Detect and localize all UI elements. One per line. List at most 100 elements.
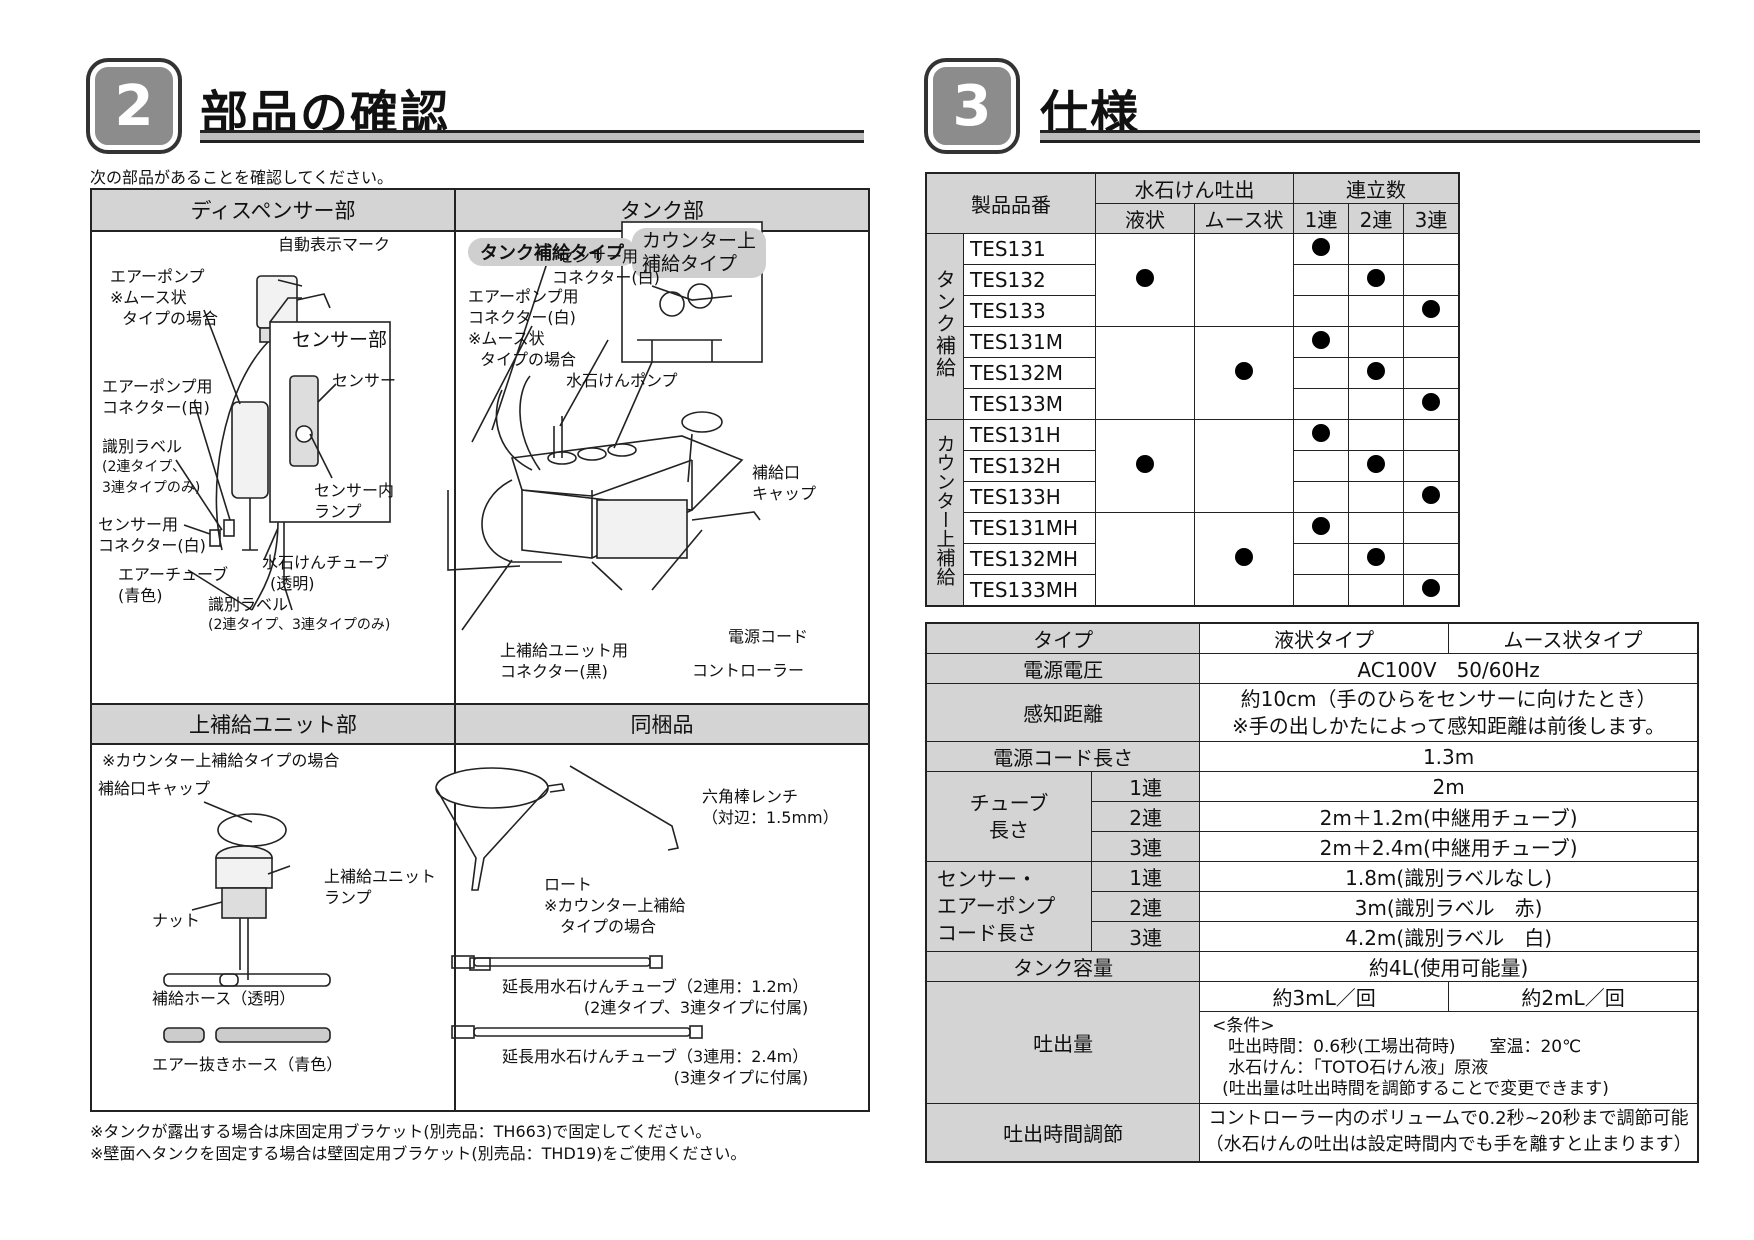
label-id-label: 識別ラベル(2連タイプ、3連タイプのみ) [102, 437, 201, 496]
mousse-mark [1194, 512, 1294, 606]
label-upper-cap: 補給口キャップ [98, 779, 211, 798]
group-counter-refill: カウンター上補給 [925, 419, 964, 606]
title-underline [200, 130, 864, 143]
liquid-mark [1095, 326, 1195, 420]
model-row: TES131M [963, 326, 1096, 358]
spec-distance: 約10cm（手のひらをセンサーに向けたとき）※手の出しかたによって感知距離は前後… [1199, 683, 1699, 742]
header-bundle: 同梱品 [456, 705, 868, 745]
group-tank-refill: タンク補給 [925, 233, 964, 420]
th-model: 製品品番 [925, 172, 1096, 234]
label-tank-sensor-connector: センサー用コネクター(白) [552, 247, 660, 287]
label-refill-cap: 補給口キャップ [752, 463, 817, 503]
label-upper-lamp: 上補給ユニットランプ [324, 867, 437, 907]
section-number-badge-3: 3 [928, 62, 1016, 150]
model-row: TES131 [963, 233, 1096, 265]
label-funnel: ロート※カウンター上補給タイプの場合 [544, 875, 686, 936]
spec-title-underline [1040, 130, 1700, 143]
model-row: TES132MH [963, 543, 1096, 575]
spec-voltage: AC100V 50/60Hz [1199, 653, 1699, 684]
spec-sensor-cord-header: センサー・エアーポンプコード長さ [925, 861, 1092, 952]
spec-adjust-header: 吐出時間調節 [925, 1103, 1201, 1162]
spec-distance-header: 感知距離 [925, 683, 1201, 742]
label-auto-mark: 自動表示マーク [278, 235, 391, 254]
header-dispenser: ディスペンサー部 [92, 190, 454, 232]
liquid-mark [1095, 419, 1195, 513]
th-mousse: ムース状 [1194, 203, 1294, 234]
intro-text: 次の部品があることを確認してください。 [90, 168, 394, 187]
model-table: 製品品番 水石けん吐出 連立数 液状 ムース状 1連 2連 3連 タンク補給 T… [925, 172, 1460, 607]
spec-output-conditions: <条件> 吐出時間：0.6秒(工場出荷時) 室温：20℃ 水石けん：「TOTO石… [1199, 1011, 1699, 1104]
label-power-cord: 電源コード [728, 627, 809, 646]
spec-sensor-cord-2: 3m(識別ラベル 赤) [1199, 891, 1699, 922]
spec-tank: 約4L(使用可能量) [1199, 951, 1699, 982]
model-row: TES131H [963, 419, 1096, 451]
label-refill-hose: 補給ホース（透明） [152, 989, 296, 1008]
th-3ren: 3連 [1403, 203, 1460, 234]
spec-voltage-header: 電源電圧 [925, 653, 1201, 684]
liquid-mark [1095, 233, 1195, 327]
row-1ren: 1連 [1090, 771, 1201, 802]
spec-tube-3: 2m＋2.4m(中継用チューブ) [1199, 831, 1699, 862]
spec-type-header: タイプ [925, 622, 1201, 654]
spec-tube-1: 2m [1199, 771, 1699, 802]
row-3ren: 3連 [1090, 921, 1201, 952]
th-liquid: 液状 [1095, 203, 1195, 234]
model-row: TES133 [963, 295, 1096, 327]
mousse-mark [1194, 326, 1294, 420]
model-row: TES133MH [963, 574, 1096, 606]
label-id-label-2: 識別ラベル(2連タイプ、3連タイプのみ) [208, 595, 391, 633]
label-air-pump-connector: エアーポンプ用コネクター(白) [102, 377, 213, 417]
liquid-mark [1095, 512, 1195, 606]
spec-sensor-cord-3: 4.2m(識別ラベル 白) [1199, 921, 1699, 952]
header-upper-unit: 上補給ユニット部 [92, 705, 454, 745]
th-2ren: 2連 [1348, 203, 1404, 234]
spec-liquid-type: 液状タイプ [1199, 622, 1450, 654]
parts-illustrations [163, 221, 763, 1043]
label-wrench: 六角棒レンチ（対辺：1.5mm） [702, 787, 839, 827]
label-soap-pump: 水石けんポンプ [566, 371, 678, 390]
row-1ren: 1連 [1090, 861, 1201, 892]
spec-output-mousse: 約2mL／回 [1448, 981, 1699, 1012]
row-2ren: 2連 [1090, 801, 1201, 832]
label-air-tube: エアーチューブ(青色) [118, 565, 229, 605]
label-extension-tube-3: 延長用水石けんチューブ（3連用：2.4m）(3連タイプに付属) [502, 1047, 809, 1087]
spec-output-liquid: 約3mL／回 [1199, 981, 1450, 1012]
label-extension-tube-2: 延長用水石けんチューブ（2連用：1.2m）(2連タイプ、3連タイプに付属) [502, 977, 809, 1017]
spec-tube-2: 2m＋1.2m(中継用チューブ) [1199, 801, 1699, 832]
model-row: TES131MH [963, 512, 1096, 544]
row-3ren: 3連 [1090, 831, 1201, 862]
section-number-badge: 2 [90, 62, 178, 150]
label-upper-connector: 上補給ユニット用コネクター(黒) [500, 641, 629, 681]
sensor-box-title: センサー部 [292, 329, 388, 351]
footnote-floor-bracket: ※タンクが露出する場合は床固定用ブラケット(別売品：TH663)で固定してくださ… [90, 1122, 712, 1141]
mousse-mark [1194, 419, 1294, 513]
label-air-pump: エアーポンプ※ムース状タイプの場合 [110, 267, 219, 328]
label-controller: コントローラー [692, 661, 805, 680]
spec-adjust: コントローラー内のボリュームで0.2秒~20秒まで調節可能（水石けんの吐出は設定… [1199, 1103, 1699, 1162]
footnote-wall-bracket: ※壁面へタンクを固定する場合は壁固定用ブラケット(別売品：THD19)をご使用く… [90, 1144, 747, 1163]
upper-unit-note: ※カウンター上補給タイプの場合 [102, 751, 340, 770]
spec-table: タイプ 液状タイプ ムース状タイプ 電源電圧 AC100V 50/60Hz 感知… [925, 622, 1699, 1163]
label-sensor-connector: センサー用コネクター(白) [98, 515, 206, 555]
spec-sensor-cord-1: 1.8m(識別ラベルなし) [1199, 861, 1699, 892]
label-sensor: センサー [332, 371, 397, 390]
label-nut: ナット [152, 911, 201, 930]
spec-cord: 1.3m [1199, 741, 1699, 772]
th-count: 連立数 [1293, 172, 1460, 204]
parts-table: ディスペンサー部 タンク部 上補給ユニット部 同梱品 [90, 188, 870, 1112]
spec-output-header: 吐出量 [925, 981, 1201, 1104]
tank-refill-type-tag: タンク補給タイプ [468, 238, 636, 266]
th-1ren: 1連 [1293, 203, 1349, 234]
label-sensor-lamp: センサー内ランプ [314, 481, 395, 521]
row-2ren: 2連 [1090, 891, 1201, 922]
spec-cord-header: 電源コード長さ [925, 741, 1201, 772]
label-tank-air-pump-connector: エアーポンプ用コネクター(白)※ムース状タイプの場合 [468, 287, 579, 369]
model-row: TES133M [963, 388, 1096, 420]
model-row: TES132M [963, 357, 1096, 389]
model-row: TES132H [963, 450, 1096, 482]
th-soap: 水石けん吐出 [1095, 172, 1294, 204]
counter-type-tag: カウンター上補給タイプ [632, 228, 767, 278]
model-row: TES132 [963, 264, 1096, 296]
label-air-hose: エアー抜きホース（青色） [152, 1055, 343, 1074]
mousse-mark [1194, 233, 1294, 327]
